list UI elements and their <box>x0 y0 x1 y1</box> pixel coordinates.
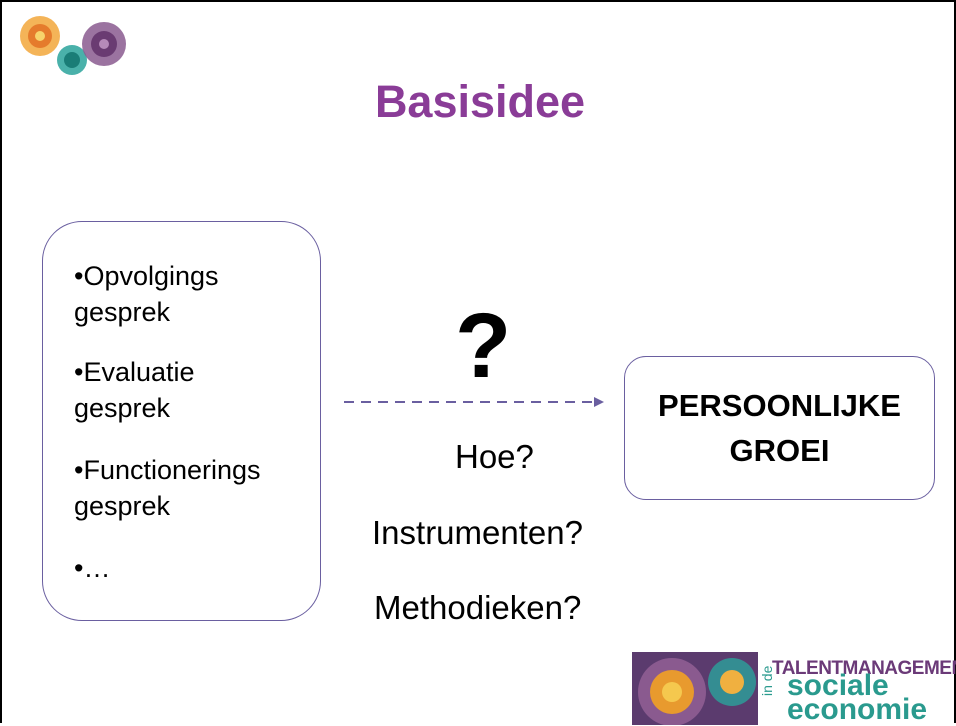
list-item-line: gesprek <box>74 297 171 327</box>
dashed-arrow-icon <box>344 397 604 407</box>
growth-label-line2: GROEI <box>729 433 830 468</box>
slide-title: Basisidee <box>374 76 586 127</box>
question-mark: ? <box>455 295 512 397</box>
list-item-line: •… <box>74 553 111 583</box>
logo-line2: sociale <box>787 669 889 702</box>
list-item: •Evaluatie gesprek <box>74 354 195 426</box>
flowers-decoration-icon <box>20 16 126 75</box>
logo-flower-icon <box>632 652 758 725</box>
list-item: •… <box>74 550 110 586</box>
conversation-types-box <box>42 221 321 621</box>
question-methods: Methodieken? <box>374 589 582 626</box>
logo-line3: economie <box>787 693 928 726</box>
talentmanagement-logo: TALENTMANAGEMENT in de sociale economie <box>632 652 956 725</box>
logo-prefix: in de <box>759 665 775 696</box>
list-item-line: •Opvolgings <box>74 261 219 291</box>
question-instruments: Instrumenten? <box>372 514 583 551</box>
growth-label-line1: PERSOONLIJKE <box>658 388 901 423</box>
question-how: Hoe? <box>455 438 534 475</box>
list-item: •Functionerings gesprek <box>74 452 261 524</box>
personal-growth-box: PERSOONLIJKE GROEI <box>624 356 935 500</box>
logo-title: TALENTMANAGEMENT <box>772 658 956 679</box>
list-item: •Opvolgings gesprek <box>74 258 219 330</box>
list-item-line: gesprek <box>74 393 171 423</box>
list-item-line: •Evaluatie <box>74 357 195 387</box>
list-item-line: •Functionerings <box>74 455 261 485</box>
list-item-line: gesprek <box>74 491 171 521</box>
